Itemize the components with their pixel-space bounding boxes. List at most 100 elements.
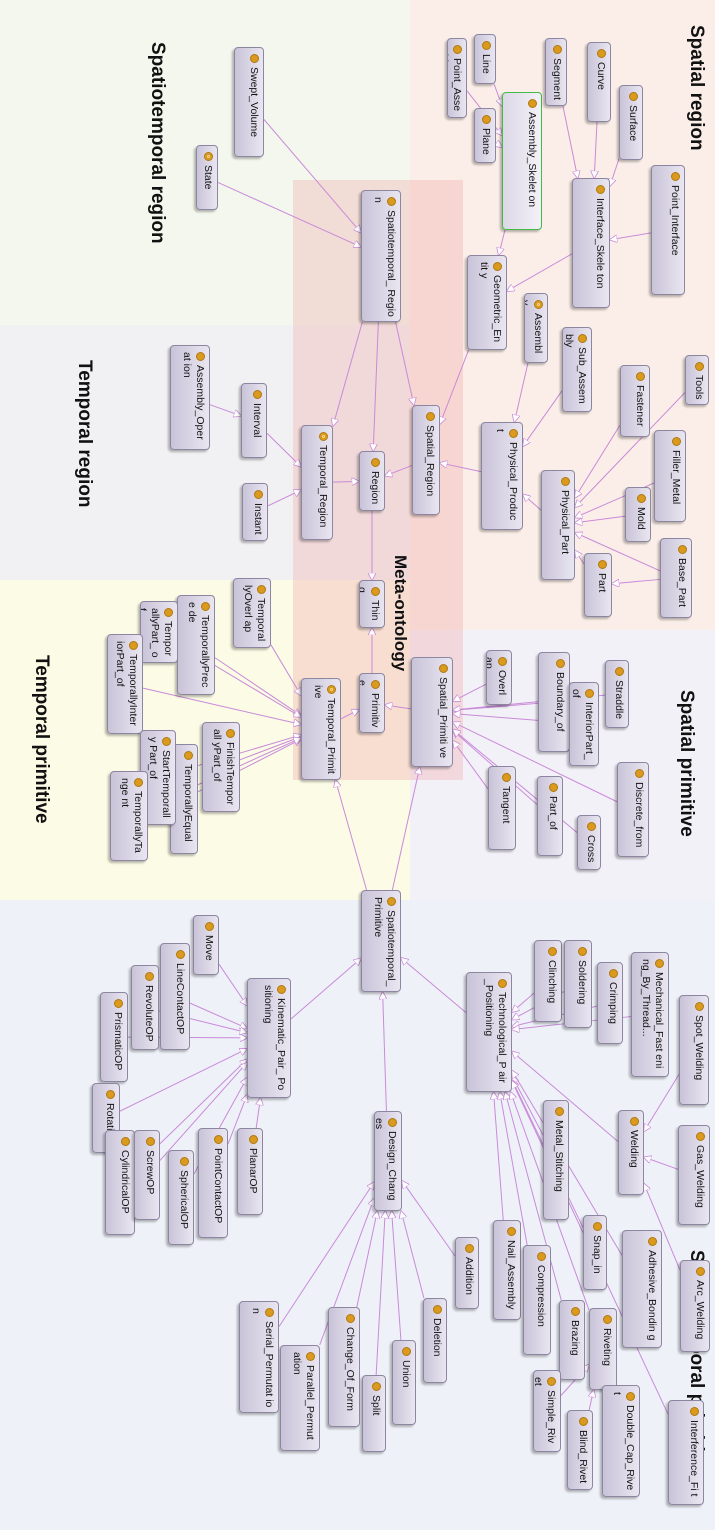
node-geometric-entity[interactable]: Geometric_Entit y [467,255,507,350]
class-icon [163,608,173,617]
node-label: InteriorPart_of [570,689,595,760]
node-spatiotemporal-primitive[interactable]: Spatiotemporal_ Primitive [361,890,401,992]
node-design-changes[interactable]: Design_Changes [374,1111,402,1211]
node-interface-skeleton[interactable]: Interface_Skele ton [572,178,610,308]
node-parallel-permutation[interactable]: Parallel_Permut ation [280,1345,320,1451]
node-curve[interactable]: Curve [587,42,611,122]
node-plane[interactable]: Plane [474,108,496,163]
node-metal-stitching[interactable]: Metal_Stitching [543,1100,569,1220]
node-sub-assembly[interactable]: Sub_Assembly [562,327,592,412]
node-arc-welding[interactable]: Arc_Welding [680,1260,710,1352]
subclass-edge [335,780,368,891]
node-surface[interactable]: Surface [619,85,643,160]
node-physical-part[interactable]: Physical_Part [541,470,575,580]
node-riveting[interactable]: Riveting [589,1308,617,1390]
node-physical-product[interactable]: Physical_Produc t [481,422,523,530]
node-part[interactable]: Part [584,553,612,617]
class-icon [438,664,448,673]
node-spatial-primitive[interactable]: Spatial_Primiti ve [411,657,453,767]
node-compression[interactable]: Compression [523,1245,551,1355]
node-temporal-region[interactable]: Temporal_Region [301,425,333,540]
subclass-edge [505,1092,562,1301]
node-deletion[interactable]: Deletion [423,1298,447,1383]
node-overlap[interactable]: Overlap [486,650,512,705]
node-spherical-op[interactable]: SphericalOP [168,1150,194,1245]
node-assembly[interactable]: Assembly [524,293,548,363]
subclass-edge [402,1181,456,1257]
node-assembly-operation[interactable]: Assembly_Operat ion [170,345,210,450]
node-crimping[interactable]: Crimping [597,962,623,1044]
node-spatial-region[interactable]: Spatial_Region [412,405,440,515]
node-prismatic-op[interactable]: PrismaticOP [100,992,128,1082]
node-revolute-op[interactable]: RevoluteOP [131,965,159,1050]
node-temporal-primitive[interactable]: Temporal_Primit ive [301,678,341,780]
node-line-contact-op[interactable]: LineContactOP [160,943,190,1050]
node-state[interactable]: State [196,145,218,210]
node-tools[interactable]: Tools [685,355,709,405]
node-interior-part-of[interactable]: InteriorPart_of [569,682,599,766]
node-simple-rivet[interactable]: Simple_Rivet [533,1370,561,1452]
node-temporally-precede[interactable]: TemporallyPrece de [177,595,215,695]
node-planar-op[interactable]: PlanarOP [237,1128,263,1215]
node-assembly-skeleton[interactable]: Assembly_Skelet on [502,92,542,230]
node-cylindrical-op[interactable]: CylindricalOP [105,1130,135,1235]
node-soldering[interactable]: Soldering [564,940,592,1028]
node-cross[interactable]: Cross [577,815,601,870]
node-thing[interactable]: Thing [359,580,385,628]
node-point-assembly[interactable]: Point_Assembly [447,38,467,118]
node-temporally-interior-part-of[interactable]: TemporallyInter iorPart_of [107,634,143,734]
node-adhesive-bonding[interactable]: Adhesive_Bondin g [622,1230,662,1348]
node-temporally-part-of[interactable]: TemporallyPart_ of [140,601,178,663]
node-finish-temporally-part-of[interactable]: FinishTemporall yPart_of [202,722,240,812]
node-change-of-form[interactable]: Change_Of_Form [328,1307,360,1427]
node-temporally-tangent[interactable]: TemporallyTange nt [110,771,148,861]
node-spot-welding[interactable]: Spot_Welding [679,995,709,1105]
node-fastener[interactable]: Fastener [620,365,650,437]
node-filler-metal[interactable]: Filler_Metal [654,430,686,522]
node-boundary-of[interactable]: Boundary_of [538,652,570,752]
node-screw-op[interactable]: ScrewOP [134,1130,160,1220]
node-interference-fit[interactable]: Interference_Fi t [668,1400,704,1505]
node-discrete-from[interactable]: Discrete_from [617,762,649,857]
node-clinching[interactable]: Clinching [534,940,562,1022]
node-nail-assembly[interactable]: Nail_Assembly [493,1220,521,1320]
node-label: Arc_Welding [694,1280,706,1340]
node-mold[interactable]: Mold [625,487,651,542]
node-straddle[interactable]: Straddle [605,660,629,728]
node-part-of[interactable]: Part_of [537,776,563,856]
node-label: TemporallyTange nt [119,778,144,853]
node-region[interactable]: Region [359,451,385,511]
node-serial-permutation[interactable]: Serial_Permutat ion [239,1301,279,1413]
node-snap-in[interactable]: Snap_in [583,1215,607,1290]
node-blind-rivet[interactable]: Blind_Rivet [567,1410,593,1490]
node-swept-volume[interactable]: Swept_Volume [234,47,264,157]
node-spatiotemporal-region[interactable]: Spatiotemporal_ Region [361,190,401,322]
node-addition[interactable]: Addition [455,1237,479,1309]
node-point-interface[interactable]: Point_Interface [651,165,685,295]
node-interval[interactable]: Interval [241,383,267,458]
node-brazing[interactable]: Brazing [559,1300,585,1380]
node-gas-welding[interactable]: Gas_Welding [678,1125,710,1225]
node-welding[interactable]: Welding [618,1110,644,1195]
node-technological-pair-positioning[interactable]: Technological_P air_Positioning [466,972,512,1092]
node-label: Mechanical_Fast ening_By_Thread... [640,959,665,1069]
node-label: Simple_Rivet [533,1377,557,1444]
node-instant[interactable]: Instant [242,483,268,541]
node-double-cap-rivet[interactable]: Double_Cap_Rive t [602,1385,640,1497]
class-icon [560,477,570,486]
node-union[interactable]: Union [392,1340,416,1425]
node-segment[interactable]: Segment [545,38,567,106]
node-kinematic-pair-positioning[interactable]: Kinematic_Pair_ Positioning [247,978,291,1098]
node-split[interactable]: Split [362,1375,386,1452]
node-temporally-overlap[interactable]: TemporallyOverl ap [233,578,271,648]
node-label: Spatial_Primiti ve [437,677,449,759]
node-move[interactable]: Move [193,915,219,975]
node-line[interactable]: Line [474,34,496,84]
node-mechanical-fastening[interactable]: Mechanical_Fast ening_By_Thread... [631,952,669,1077]
class-icon [595,185,605,194]
node-base-part[interactable]: Base_Part [660,538,692,618]
node-tangent[interactable]: Tangent [488,766,516,850]
node-point-contact-op[interactable]: PointContactOP [198,1128,228,1238]
node-primitive[interactable]: Primitive [359,673,385,733]
